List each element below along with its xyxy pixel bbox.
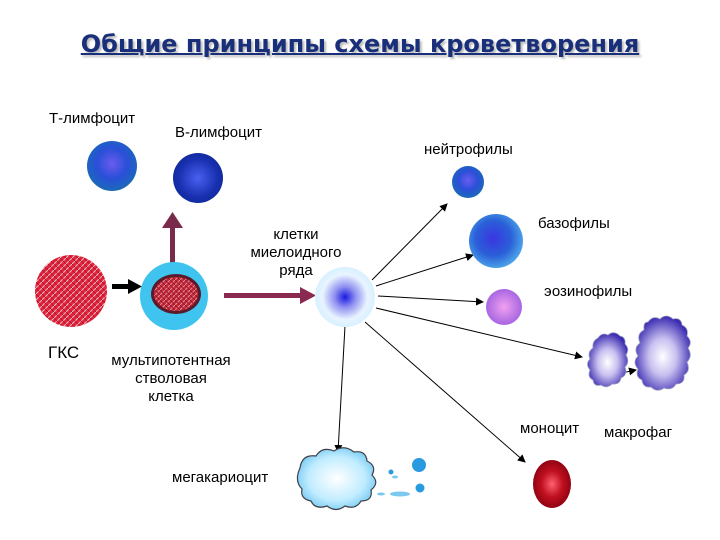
arrow-hsc-to-stem [112,279,142,294]
label-myeloid-line-1: клетки [273,226,319,243]
arrow-stem-to-b-lymphocyte [162,212,183,264]
label-macrophage: макрофаг [604,424,673,441]
erythrocyte-cell [533,460,571,508]
b-lymphocyte-cell [173,153,223,203]
basophil-cell [469,214,523,268]
label-basophils: базофилы [538,215,610,232]
label-multipotent-stem-cell: мультипотентная стволовая клетка [96,352,246,406]
macrophage-cell [634,315,691,391]
hsc-cell [35,255,107,327]
platelets [377,458,426,497]
label-eosinophils: эозинофилы [544,283,633,300]
t-lymphocyte-cell [87,141,137,191]
page-title: Общие принципы схемы кроветворения [80,30,640,58]
eosinophil-cell [486,289,522,325]
myeloid-arrows [334,203,583,463]
arrow-to-eosinophils [377,295,484,306]
label-hsc: ГКС [48,343,80,362]
arrow-to-neutrophils [371,203,448,281]
label-multipotent-line-1: мультипотентная [111,352,231,369]
label-myeloid-line-2: миелоидного [250,244,342,261]
monocyte-cell [587,332,629,388]
arrow-stem-to-myeloid [224,287,316,304]
neutrophil-cell [452,166,484,198]
label-t-lymphocyte: Т-лимфоцит [49,110,136,127]
label-myeloid-line-3: ряда [279,262,313,279]
label-megakaryocyte: мегакариоцит [172,469,269,486]
arrow-to-megakaryocyte [334,325,346,453]
label-multipotent-line-3: клетка [148,388,194,405]
label-myeloid-cells: клетки миелоидного ряда [236,226,356,280]
arrow-to-erythrocyte [364,321,526,463]
arrow-to-monocyte [375,307,583,360]
label-b-lymphocyte: В-лимфоцит [175,124,262,141]
arrow-to-basophils [375,253,474,287]
myeloid-progenitor-cell [315,267,375,327]
megakaryocyte-cell [296,447,377,511]
label-neutrophils: нейтрофилы [424,141,513,158]
multipotent-stem-cell [140,262,208,330]
label-monocyte: моноцит [520,420,580,437]
label-multipotent-line-2: стволовая [135,370,207,387]
